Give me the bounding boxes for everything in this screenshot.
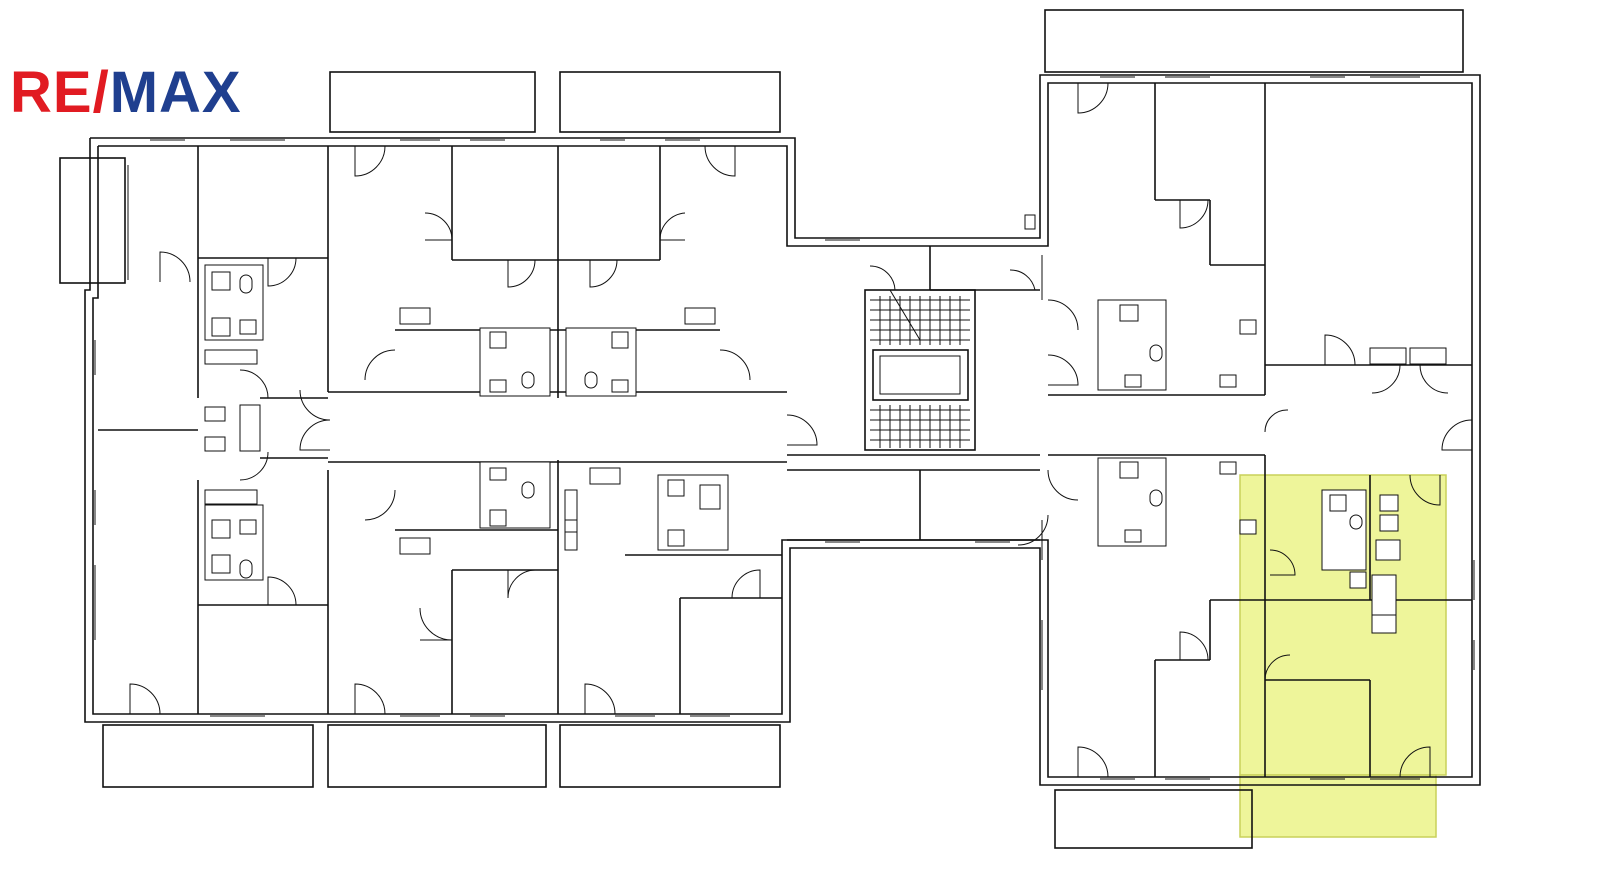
stair-core xyxy=(864,289,976,451)
remax-logo: RE/MAX xyxy=(10,64,242,122)
interior-walls xyxy=(98,83,1472,777)
logo-text-re: RE xyxy=(10,60,93,125)
logo-text-max: MAX xyxy=(109,60,242,125)
balconies xyxy=(59,9,1464,849)
outer-walls xyxy=(84,74,1481,786)
logo-slash: / xyxy=(92,60,110,125)
bathroom-fixtures xyxy=(204,264,1447,634)
windows xyxy=(94,76,1475,780)
doors xyxy=(129,82,1473,778)
